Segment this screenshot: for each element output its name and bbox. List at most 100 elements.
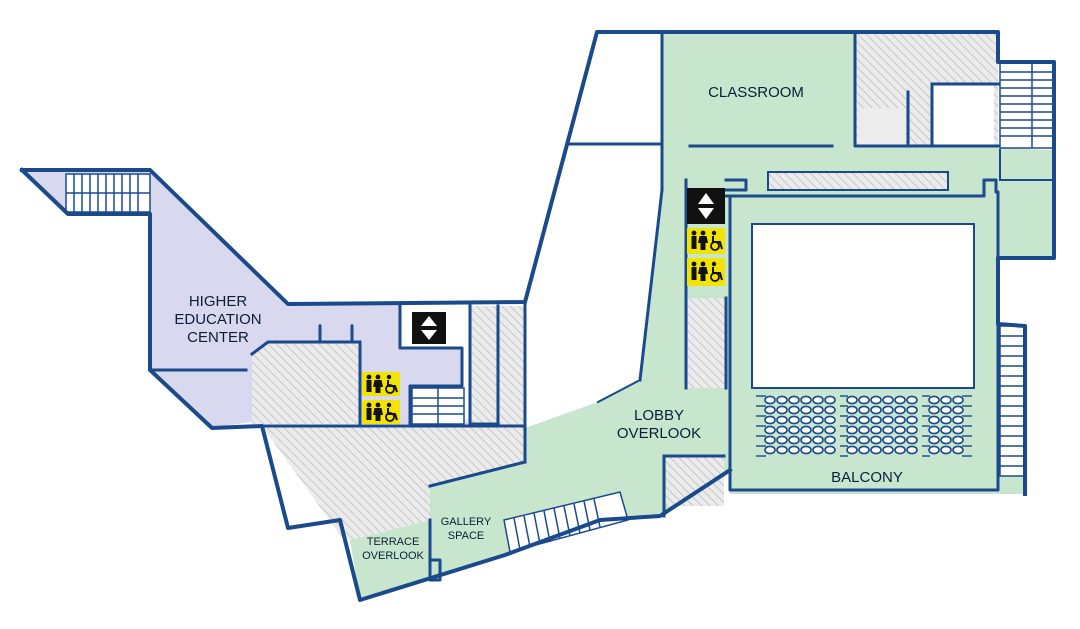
label-higher-ed-2: EDUCATION (174, 311, 261, 328)
seat (812, 415, 824, 425)
seat (940, 395, 952, 405)
seat (776, 425, 788, 435)
seat (870, 445, 882, 455)
seat (894, 435, 906, 445)
outer-wall-left (20, 30, 1056, 496)
seat (858, 445, 870, 455)
label-gallery-1: GALLERY (441, 516, 492, 528)
seat (812, 425, 824, 435)
seat (800, 405, 812, 415)
seat (812, 445, 824, 455)
balcony-seating (756, 395, 972, 457)
seat (858, 435, 870, 445)
seat (776, 445, 788, 455)
seat (764, 405, 776, 415)
seat (952, 425, 964, 435)
seat (846, 415, 858, 425)
service-area-left (252, 342, 360, 424)
seat (940, 415, 952, 425)
seat (800, 395, 812, 405)
outer-wall-bottom (19, 167, 733, 602)
seat (928, 395, 940, 405)
seat (952, 405, 964, 415)
seat (870, 435, 882, 445)
seat (894, 395, 906, 405)
seat (882, 425, 894, 435)
seat (882, 445, 894, 455)
restroom-accessible-icon (362, 400, 400, 424)
restroom-accessible-icon (362, 372, 400, 396)
seat (858, 405, 870, 415)
seat (800, 415, 812, 425)
seat (940, 435, 952, 445)
seat (776, 395, 788, 405)
partition-light (596, 149, 1055, 404)
seat (788, 435, 800, 445)
seat (928, 435, 940, 445)
stairs-right (999, 325, 1025, 477)
seat (788, 415, 800, 425)
service-area-lower (666, 456, 724, 506)
seat (952, 415, 964, 425)
service-area-stairs (262, 306, 525, 540)
seat (764, 445, 776, 455)
seat (800, 445, 812, 455)
seat (906, 405, 918, 415)
seat (824, 405, 836, 415)
seat (928, 405, 940, 415)
seat (788, 445, 800, 455)
seat (870, 395, 882, 405)
restroom-accessible-icon (687, 228, 725, 254)
seat (858, 415, 870, 425)
seat (870, 425, 882, 435)
seat (788, 405, 800, 415)
seat (846, 445, 858, 455)
seat (906, 425, 918, 435)
seat (882, 435, 894, 445)
seat (776, 405, 788, 415)
seat (776, 415, 788, 425)
seat (952, 395, 964, 405)
label-higher-ed-1: HIGHER (189, 293, 248, 310)
stage-opening (751, 223, 975, 389)
seat (906, 445, 918, 455)
elevator-icon (687, 188, 725, 224)
inner-wall-green (428, 32, 1000, 582)
seat (846, 405, 858, 415)
seat (788, 425, 800, 435)
seat (800, 435, 812, 445)
storage-room-2 (858, 108, 906, 146)
seat (928, 425, 940, 435)
seat (846, 425, 858, 435)
seat (928, 415, 940, 425)
seat (824, 415, 836, 425)
seat (940, 425, 952, 435)
seat (906, 395, 918, 405)
seat (882, 415, 894, 425)
seat (764, 395, 776, 405)
seat (858, 425, 870, 435)
storage-room (932, 84, 994, 146)
balcony-wall (724, 178, 1000, 492)
seat (928, 445, 940, 455)
seat (788, 395, 800, 405)
elevator-icon (412, 312, 446, 344)
seat (906, 435, 918, 445)
seat (906, 415, 918, 425)
seat (894, 415, 906, 425)
seat (882, 405, 894, 415)
seat (952, 445, 964, 455)
stairs-center (411, 387, 465, 425)
label-balcony: BALCONY (831, 469, 903, 486)
label-lobby-2: OVERLOOK (617, 425, 701, 442)
label-lobby-1: LOBBY (634, 407, 684, 424)
seat (812, 435, 824, 445)
seat (894, 405, 906, 415)
label-gallery-2: SPACE (448, 530, 484, 542)
seat (824, 395, 836, 405)
seat (940, 405, 952, 415)
seat (800, 425, 812, 435)
label-higher-ed-3: CENTER (187, 329, 249, 346)
seat (894, 445, 906, 455)
